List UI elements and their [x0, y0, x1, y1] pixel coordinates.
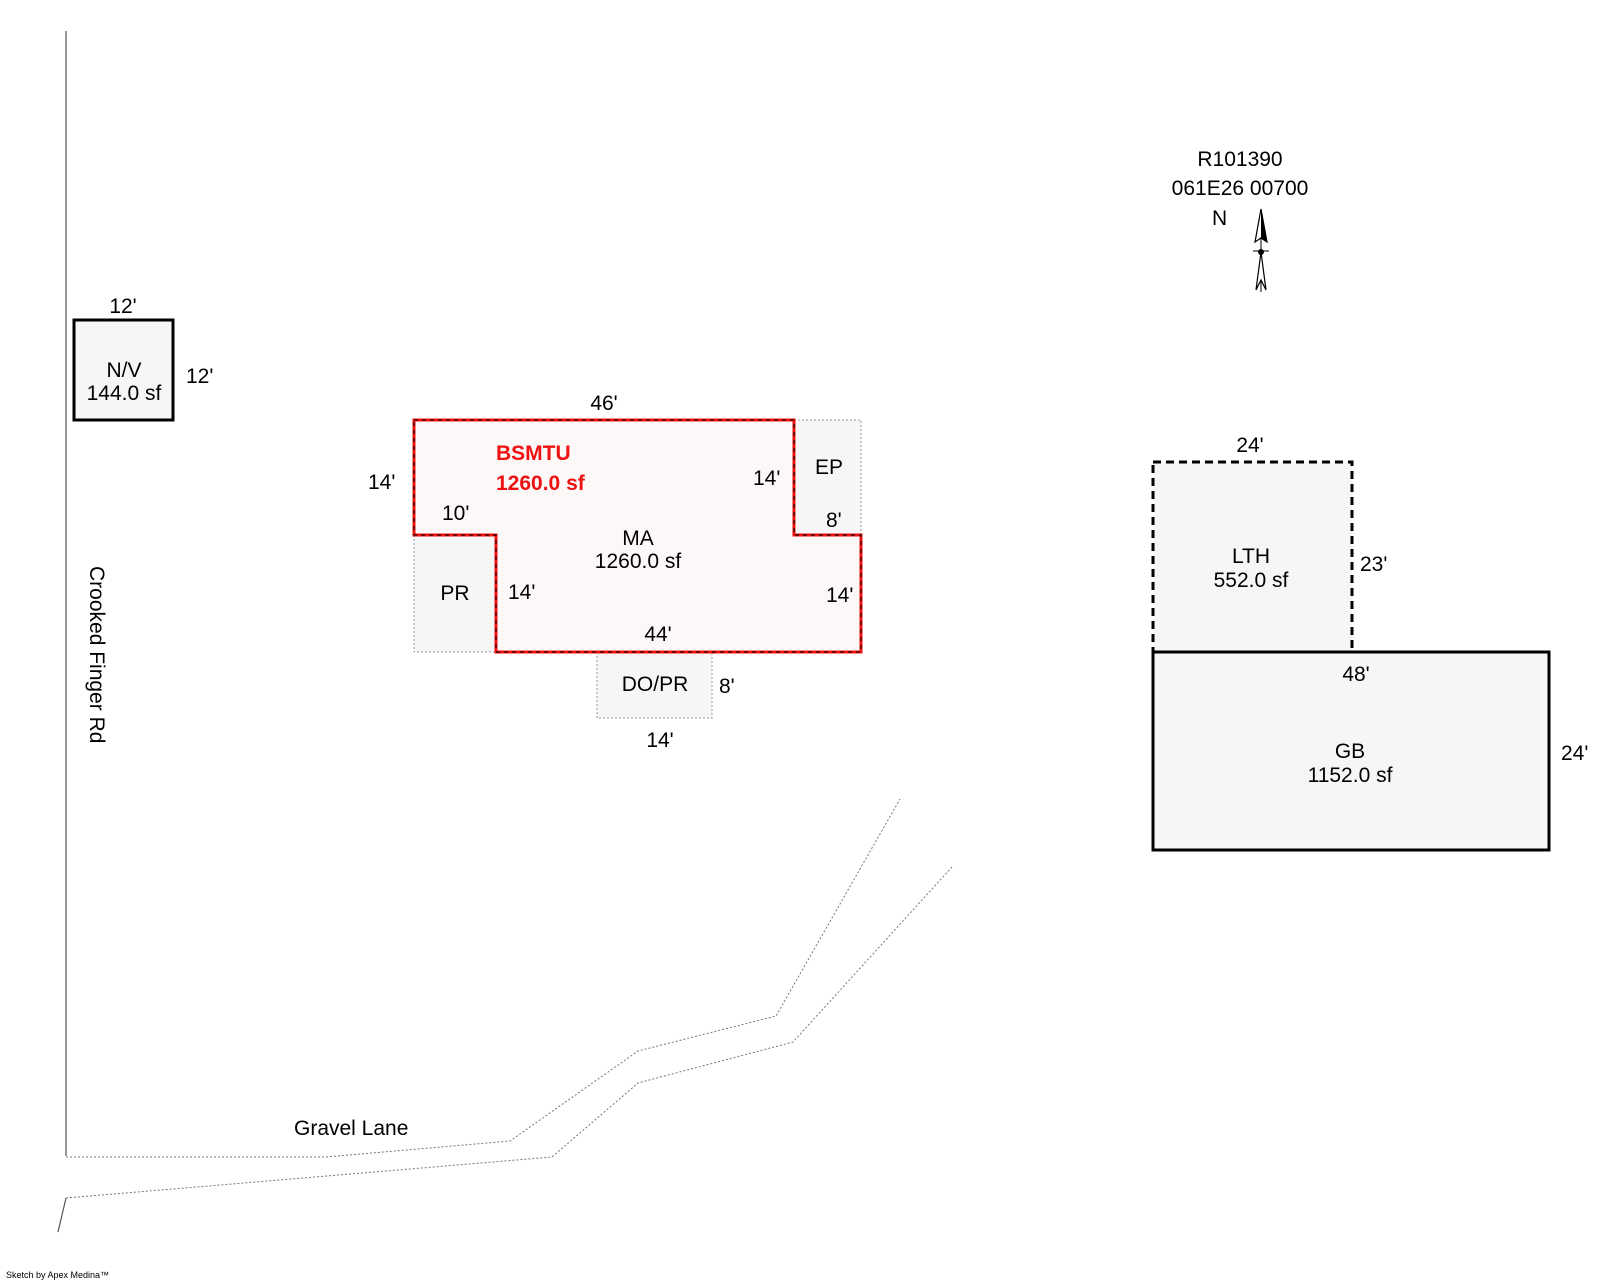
building-dopr: DO/PR 8' 14'	[596, 651, 735, 752]
gravel-lane-edge-upper	[66, 798, 901, 1158]
building-nv: 12' 12' N/V 144.0 sf	[72, 295, 213, 422]
main-dim-step-right-upper: 14'	[753, 467, 780, 490]
main-dim-bottom: 44'	[644, 623, 671, 646]
main-dim-step-left: 10'	[442, 502, 469, 525]
nv-code: N/V	[106, 359, 141, 382]
gravel-lane-label: Gravel Lane	[294, 1117, 408, 1140]
sketch-credit: Sketch by Apex Medina™	[6, 1270, 109, 1280]
main-area: 1260.0 sf	[595, 550, 682, 573]
main-dim-inner-right: 14'	[826, 584, 853, 607]
main-code: MA	[622, 527, 654, 550]
basement-area: 1260.0 sf	[496, 472, 586, 495]
building-pr: PR	[413, 534, 497, 653]
gb-area: 1152.0 sf	[1308, 764, 1393, 787]
north-label: N	[1212, 207, 1227, 230]
gb-code: GB	[1335, 740, 1365, 763]
building-lth: 24' 23' LTH 552.0 sf	[1151, 434, 1387, 654]
building-gb: 48' 24' GB 1152.0 sf	[1151, 650, 1588, 852]
gb-dim-right: 24'	[1561, 742, 1588, 765]
gravel-lane-end	[57, 1197, 67, 1233]
dopr-dim-right: 8'	[719, 675, 735, 698]
gb-dim-top: 48'	[1342, 663, 1369, 686]
main-dim-step-right-lower: 8'	[826, 509, 842, 532]
main-dim-top: 46'	[590, 392, 617, 415]
lth-code: LTH	[1232, 545, 1270, 568]
ep-code: EP	[815, 456, 843, 479]
parcel-account: R101390	[1197, 148, 1282, 171]
lth-dim-right: 23'	[1360, 553, 1387, 576]
parcel-map-tax-lot: 061E26 00700	[1172, 177, 1309, 200]
building-main: 46' 14' 10' 14' 8' 14' 14' 44' BSMTU 126…	[368, 392, 863, 654]
building-ep: EP	[793, 419, 862, 536]
north-arrow-icon	[1253, 208, 1269, 292]
pr-code: PR	[440, 582, 469, 605]
lth-dim-top: 24'	[1236, 434, 1263, 457]
lth-area: 552.0 sf	[1214, 569, 1289, 592]
nv-area: 144.0 sf	[87, 382, 162, 405]
nv-dim-top: 12'	[109, 295, 136, 318]
main-dim-left: 14'	[368, 471, 395, 494]
nv-dim-right: 12'	[186, 365, 213, 388]
main-dim-inner-left: 14'	[508, 581, 535, 604]
gravel-lane-edge-lower	[65, 866, 953, 1199]
dopr-dim-bottom: 14'	[646, 729, 673, 752]
main-house-inner-dash	[413, 419, 862, 653]
dopr-code: DO/PR	[622, 673, 689, 696]
crooked-finger-road-label: Crooked Finger Rd	[85, 566, 108, 743]
basement-code: BSMTU	[496, 442, 571, 465]
